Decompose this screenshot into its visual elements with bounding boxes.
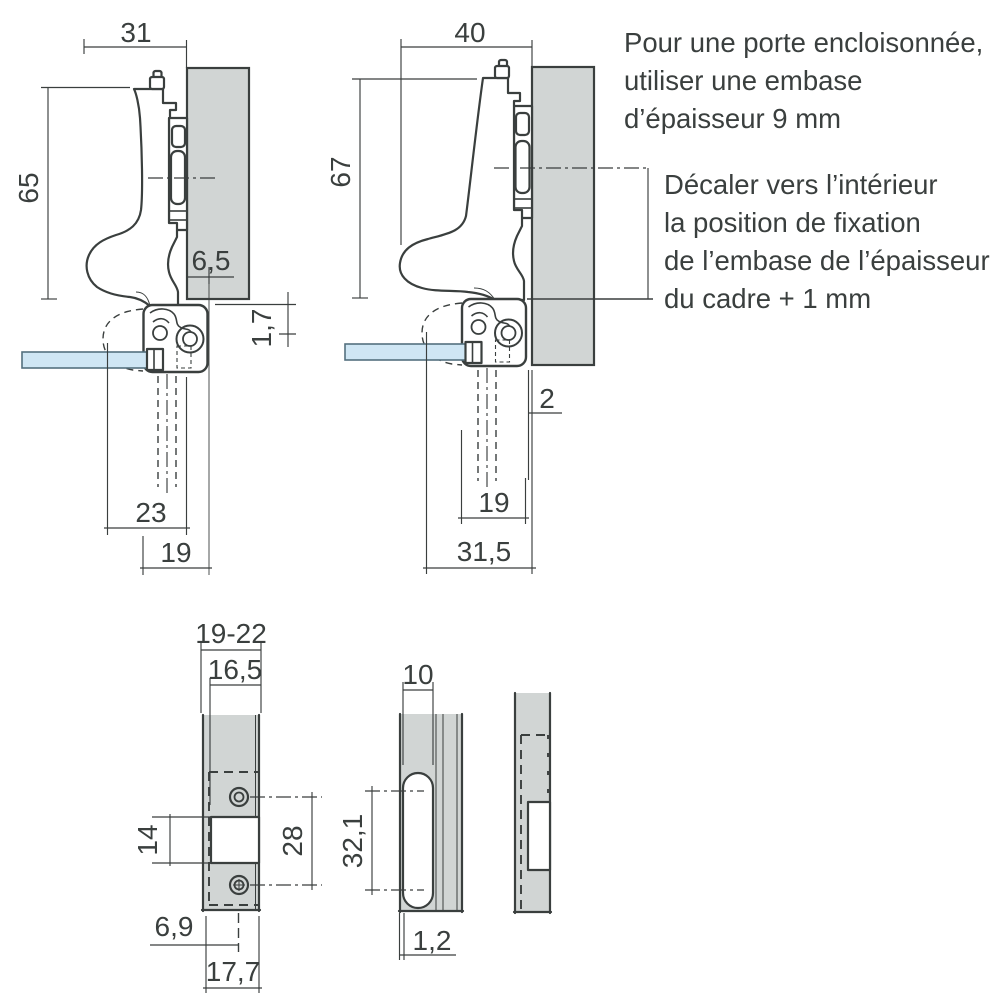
plate-upper-window	[170, 124, 187, 149]
dim-19-22: 19-22	[195, 618, 267, 713]
profile-detail-claw2	[470, 311, 489, 318]
dim-6-5: 6,5	[188, 245, 234, 575]
dim-14: 14	[132, 814, 211, 866]
hinge-arm	[85, 87, 180, 308]
profile-hidden-rect	[494, 339, 511, 363]
slot-view: 10 32,1 1,2	[337, 659, 465, 960]
hinge-arm-right	[398, 76, 526, 302]
dim-31: 31	[83, 17, 188, 68]
dim-10: 10	[402, 659, 434, 765]
profile-detail-claw	[149, 308, 192, 333]
dim-6-9: 6,9	[150, 911, 240, 952]
mounting-plate-right	[512, 104, 534, 220]
dim-65: 65	[13, 86, 130, 300]
dim-31-5-label: 31,5	[457, 536, 512, 567]
cutout-window	[526, 800, 552, 872]
dim-17-7-label: 17,7	[206, 956, 261, 987]
dim-2: 2	[527, 370, 562, 480]
mounting-plate	[167, 116, 189, 232]
profile-screw-inner	[182, 331, 198, 347]
hinge-arm-knob-right	[493, 58, 511, 80]
dim-19-22-label: 19-22	[195, 618, 267, 649]
dim-10-label: 10	[402, 659, 433, 690]
note-line: utiliser une embase	[624, 65, 863, 96]
profile-bore	[470, 319, 487, 335]
dim-67-label: 67	[325, 156, 356, 187]
note-line: de l’embase de l’épaisseur	[664, 245, 990, 276]
dim-28: 28	[277, 792, 313, 890]
dim-16-5: 16,5	[208, 654, 263, 805]
screw-bottom	[228, 874, 250, 896]
strip-body	[202, 715, 260, 911]
door-profile-section	[21, 303, 209, 374]
oblong-slot	[401, 771, 435, 910]
plate-upper-window	[514, 111, 531, 137]
screw-top	[228, 786, 250, 808]
dim-19-right: 19	[458, 430, 529, 524]
dim-65-label: 65	[13, 172, 44, 203]
profile-hidden-rect	[176, 345, 192, 369]
hinge-arm-knob	[148, 69, 166, 91]
dim-23: 23	[104, 343, 190, 535]
dim-32-1: 32,1	[337, 786, 424, 895]
cutout-window	[209, 815, 261, 865]
dim-31-label: 31	[120, 17, 151, 48]
note-line: la position de fixation	[664, 207, 921, 238]
front-view: 19-22 16,5 14 28 6,9	[132, 618, 322, 993]
dim-2-label: 2	[539, 383, 555, 414]
dim-6-5-label: 6,5	[192, 245, 231, 276]
dim-19-left: 19	[140, 536, 212, 575]
note-offset-plate: Décaler vers l’intérieur la position de …	[664, 166, 990, 318]
dim-14-label: 14	[132, 824, 163, 855]
dim-28-label: 28	[277, 825, 308, 856]
plate-adjuster-slot	[514, 139, 531, 195]
profile-screw-outer	[175, 324, 205, 354]
dim-1-2: 1,2	[398, 913, 456, 960]
dim-1-2-label: 1,2	[413, 925, 452, 956]
frame-panel	[530, 65, 596, 367]
note-enclosed-door: Pour une porte encloisonnée, utiliser un…	[624, 24, 983, 138]
screw-ring	[228, 874, 250, 896]
side-view	[512, 691, 553, 915]
profile-detail-claw	[468, 302, 511, 327]
dim-40-label: 40	[454, 17, 485, 48]
glass-clamp	[464, 340, 483, 365]
dim-19-label: 19	[160, 537, 191, 568]
door-profile-section-right	[344, 297, 528, 368]
dim-67: 67	[325, 78, 477, 299]
profile-bore	[152, 325, 168, 341]
profile-screw-inner	[500, 325, 517, 341]
dim-19r-label: 19	[478, 487, 509, 518]
glass-clamp	[145, 347, 165, 372]
note-line: du cadre + 1 mm	[664, 283, 872, 314]
dim-16-5-label: 16,5	[208, 654, 263, 685]
profile-screw-outer	[494, 318, 523, 348]
cabinet-panel	[185, 66, 251, 301]
dim-1-7-label: 1,7	[246, 309, 277, 348]
dim-23-label: 23	[135, 497, 166, 528]
note-line: Pour une porte encloisonnée,	[624, 27, 984, 58]
glass-panel	[21, 351, 154, 369]
left-section-view: 31 65 6,5 1,7 23	[13, 17, 296, 575]
knob-base	[493, 64, 511, 80]
dim-17-7: 17,7	[203, 916, 262, 993]
glass-panel	[344, 343, 470, 361]
screw-ring	[228, 786, 250, 808]
knob-base	[148, 75, 166, 91]
profile-detail-claw2	[152, 317, 170, 324]
dim-31-5: 31,5	[423, 332, 536, 574]
note-line: d’épaisseur 9 mm	[624, 103, 842, 134]
dim-6-9-label: 6,9	[155, 911, 194, 942]
screw-center	[233, 791, 245, 803]
note-line: Décaler vers l’intérieur	[664, 169, 938, 200]
dim-1-7: 1,7	[215, 292, 296, 347]
right-section-view: 40 67 2 19 31,5	[325, 17, 653, 574]
dim-32-1-label: 32,1	[337, 814, 368, 869]
hinge-arm-inner-contour	[135, 291, 151, 307]
dim-40: 40	[400, 17, 533, 245]
